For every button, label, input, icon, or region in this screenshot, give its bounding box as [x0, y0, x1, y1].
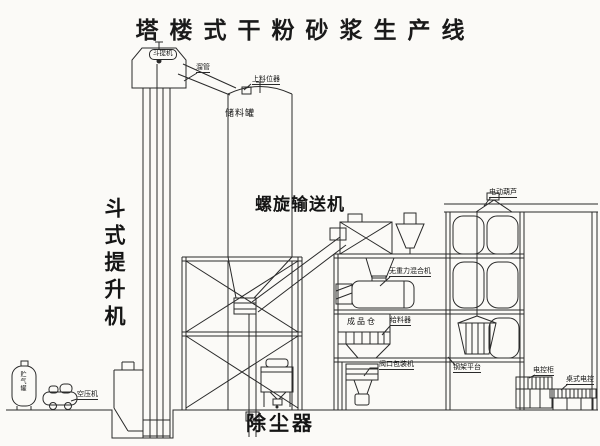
label-platform: 钢架平台 [453, 364, 481, 373]
control-cabinet-unit [515, 376, 553, 409]
screw-conveyor-tube [251, 227, 347, 313]
label-storage-silo: 储料罐 [225, 108, 256, 118]
label-mixer: 无重力混合机 [389, 268, 431, 277]
air-tank-unit [11, 360, 37, 410]
air-compressor-unit [42, 383, 78, 410]
label-bucket-elevator: 斗式提升机 [102, 197, 126, 332]
label-packer: 阀口包装机 [379, 361, 414, 370]
label-finished-silo: 成品仓 [347, 317, 377, 326]
label-dust-collector: 除尘器 [246, 413, 315, 435]
electric-hoist-unit [475, 192, 513, 213]
dust-collector-unit [260, 358, 294, 409]
label-elevator-head: 斗提机 [149, 49, 177, 60]
label-level-sensor: 上料位器 [252, 76, 280, 85]
discharge-chute [177, 63, 237, 96]
hoist-tower [444, 203, 598, 410]
label-hoist: 电动葫芦 [489, 189, 517, 198]
hanging-bag [457, 212, 497, 355]
silo-support-frame [181, 256, 303, 410]
finished-product-bin [337, 313, 391, 359]
mixer-unit [335, 257, 415, 309]
label-feeder: 给料器 [390, 317, 411, 326]
packing-machine [341, 362, 379, 410]
batching-bin [339, 212, 425, 255]
label-compressor: 空压机 [77, 391, 98, 400]
feed-hopper [113, 361, 143, 432]
discharge-pipe [245, 314, 260, 437]
label-chute: 溜管 [196, 64, 210, 73]
page-title: 塔楼式干粉砂浆生产线 [135, 17, 476, 43]
big-bags [452, 215, 520, 359]
label-screw-conveyor: 螺旋输送机 [255, 195, 345, 214]
control-desk-unit [549, 388, 597, 410]
leader-lines [70, 72, 569, 402]
bucket-elevator [131, 41, 187, 438]
label-control-desk: 桌式电控 [566, 376, 594, 385]
label-control-cabinet: 电控柜 [533, 367, 554, 376]
label-air-tank: 贮气罐 [19, 371, 25, 392]
